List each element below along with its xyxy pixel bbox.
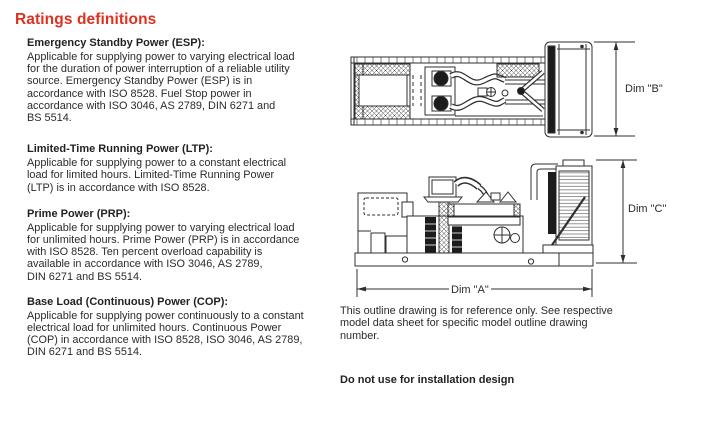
esp-body-line: accordance with ISO 3046, AS 2789, DIN 6… — [27, 99, 276, 112]
side-radiator — [542, 159, 594, 254]
esp-body-line: source. Emergency Standby Power (ESP) is… — [27, 75, 253, 88]
prp-body-line: DIN 6271 and BS 5514. — [27, 270, 143, 283]
reference-note: This outline drawing is for reference on… — [340, 305, 613, 342]
definition-section-esp: Emergency Standby Power (ESP): Applicabl… — [27, 37, 347, 124]
prp-heading: Prime Power (PRP): — [27, 207, 131, 220]
cop-body-line: Applicable for supplying power continuou… — [27, 309, 304, 322]
plan-air-cleaner — [496, 63, 540, 78]
dim-c-dimension — [596, 159, 637, 264]
esp-body-line: BS 5514. — [27, 112, 72, 125]
definition-section-ltp: Limited-Time Running Power (LTP): Applic… — [27, 143, 347, 194]
dim-b-dimension — [594, 41, 635, 137]
side-base-skid — [354, 252, 594, 267]
esp-body-line: for the duration of power interruption o… — [27, 63, 290, 76]
ltp-heading: Limited-Time Running Power (LTP): — [27, 143, 213, 156]
plan-engine — [424, 66, 545, 117]
prp-body-line: for unlimited hours. Prime Power (PRP) i… — [27, 234, 300, 247]
esp-heading: Emergency Standby Power (ESP): — [27, 37, 205, 49]
installation-warning: Do not use for installation design — [340, 374, 515, 386]
dim-a-dimension — [356, 269, 593, 297]
definition-section-cop: Base Load (Continuous) Power (COP): Appl… — [27, 296, 347, 359]
cop-body-line: electrical load for unlimited hours. Con… — [27, 322, 282, 335]
prp-body-line: Applicable for supplying power to varyin… — [27, 221, 295, 234]
prp-body-line: with ISO 8528. Ten percent overload capa… — [27, 246, 263, 259]
cop-heading: Base Load (Continuous) Power (COP): — [27, 295, 229, 308]
cop-body-line: (COP) in accordance with ISO 8528, ISO 3… — [27, 334, 303, 347]
definition-section-prp: Prime Power (PRP): Applicable for supply… — [27, 208, 347, 283]
side-air-cleaner — [422, 176, 518, 203]
esp-body-line: Applicable for supplying power to varyin… — [27, 51, 295, 63]
ltp-body-line: load for limited hours. Limited-Time Run… — [27, 169, 275, 182]
dim-c-label: Dim "C" — [628, 203, 666, 215]
ltp-body-line: Applicable for supplying power to a cons… — [27, 157, 287, 170]
genset-side-view-drawing: Dim "C" Dim "A" — [354, 159, 666, 297]
reference-note-line: model data sheet for specific model outl… — [340, 317, 588, 330]
dim-b-label: Dim "B" — [625, 83, 663, 95]
side-alternator — [357, 192, 418, 254]
side-radiator-piping — [530, 163, 558, 200]
dim-a-label: Dim "A" — [451, 284, 489, 296]
cop-body-line: DIN 6271 and BS 5514. — [27, 346, 143, 359]
esp-body-line: accordance with ISO 8528. Fuel Stop powe… — [27, 87, 252, 100]
plan-alternator — [354, 63, 422, 120]
plan-radiator — [544, 41, 593, 138]
reference-note-line: This outline drawing is for reference on… — [340, 305, 613, 317]
reference-note-line: number. — [340, 329, 380, 342]
page-title: Ratings definitions — [15, 11, 157, 28]
ratings-definitions-list: Emergency Standby Power (ESP): Applicabl… — [27, 37, 347, 374]
prp-body-line: available in accordance with ISO 3046, A… — [27, 258, 263, 271]
ltp-body-line: (LTP) is in accordance with ISO 8528. — [27, 181, 210, 194]
genset-plan-view-drawing: Dim "B" — [350, 41, 663, 138]
side-engine — [406, 200, 524, 254]
plan-fan-drive — [517, 70, 545, 112]
